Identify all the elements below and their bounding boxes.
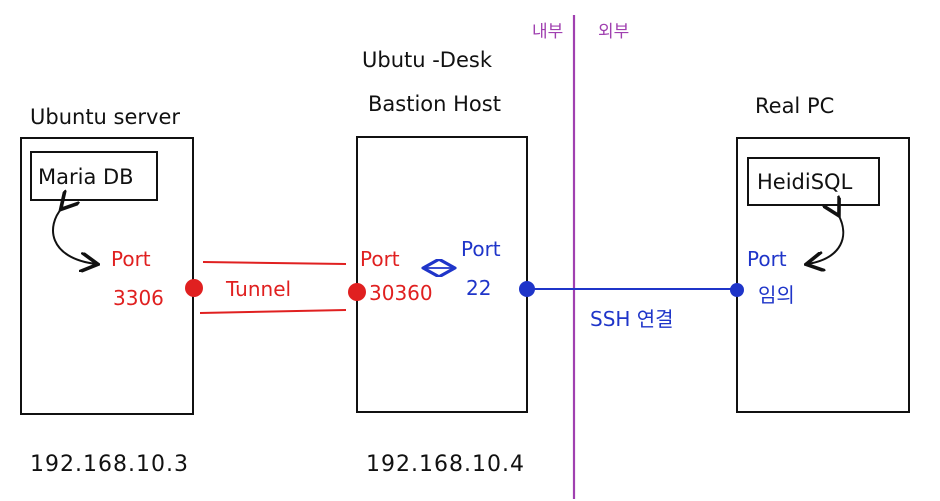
client-box [736, 137, 910, 413]
client-port-dot [730, 283, 744, 297]
bastion-local-port-number: 30360 [369, 281, 433, 305]
server-port-number: 3306 [113, 286, 164, 310]
bastion-local-port-dot [348, 283, 366, 301]
client-app-label: HeidiSQL [757, 170, 853, 194]
server-port-dot [185, 279, 203, 297]
server-ip: 192.168.10.3 [30, 452, 189, 477]
bastion-title-line2: Bastion Host [368, 92, 501, 116]
tunnel-line-top [202, 261, 347, 265]
server-db-arrow [52, 208, 96, 264]
client-app-arrow [808, 214, 845, 264]
bastion-title-line1: Ubutu -Desk [362, 48, 493, 72]
tunnel-label: Tunnel [225, 277, 291, 301]
server-title: Ubuntu server [30, 105, 180, 129]
bastion-local-port-label: Port [360, 247, 400, 271]
ssh-link-label: SSH 연결 [590, 307, 674, 331]
bastion-ip: 192.168.10.4 [366, 452, 525, 477]
server-port-label: Port [111, 247, 151, 271]
server-app-label: Maria DB [38, 165, 134, 189]
client-port-number: 임의 [758, 283, 795, 307]
bastion-ssh-port-label: Port [461, 237, 501, 261]
client-port-label: Port [747, 247, 787, 271]
zone-inside-label: 내부 [532, 22, 563, 42]
tunnel-line-bottom [199, 309, 347, 314]
bastion-box [356, 136, 528, 413]
zone-outside-label: 외부 [598, 22, 629, 42]
client-title: Real PC [755, 94, 834, 118]
bastion-ssh-port-number: 22 [466, 276, 491, 300]
server-box [20, 137, 194, 415]
